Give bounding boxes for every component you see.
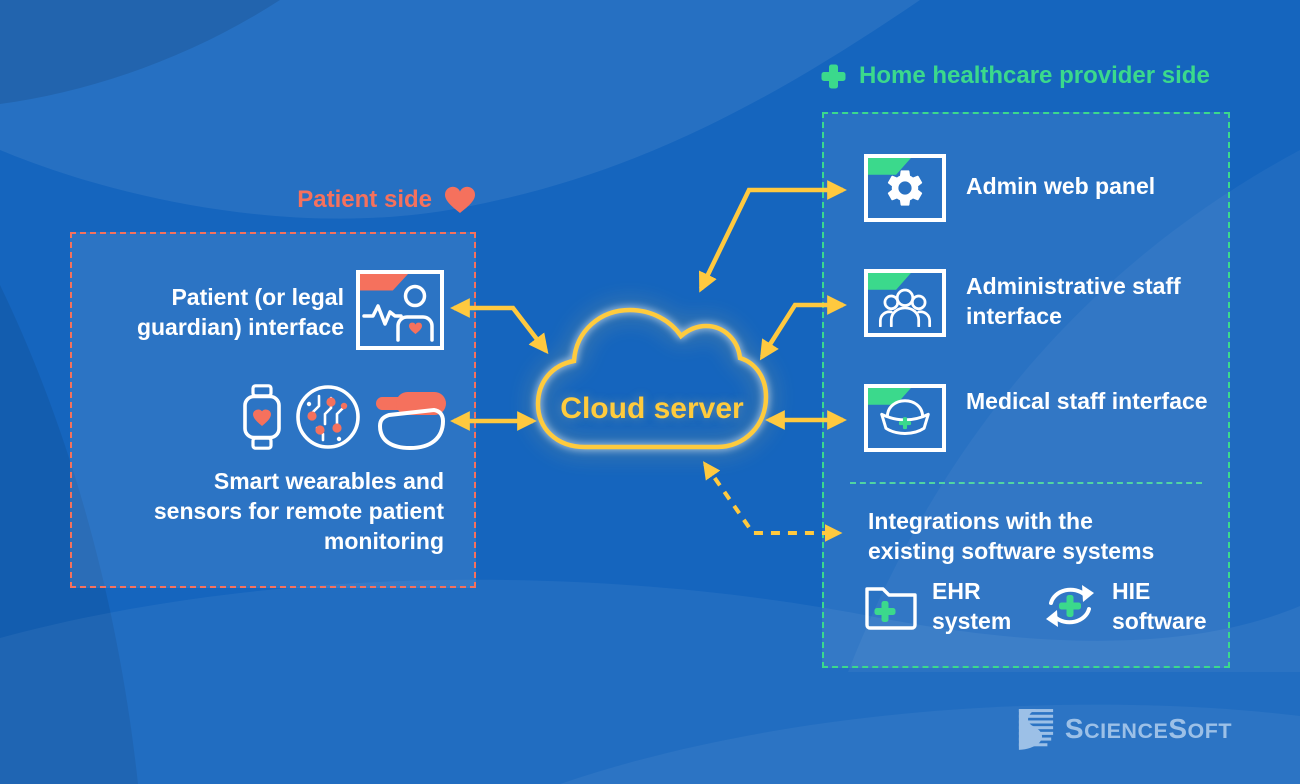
plus-icon <box>821 64 846 88</box>
admin-web-panel-label: Admin web panel <box>966 173 1156 199</box>
cloud-server-label: Cloud server <box>560 392 744 425</box>
admin-web-panel-tile <box>864 154 946 222</box>
ehr-system-label: EHR system <box>932 578 1012 634</box>
sciencesoft-logo-mark <box>1018 709 1053 750</box>
patient-side-title: Patient side <box>70 186 476 214</box>
wearable-sensor-icon <box>376 392 446 450</box>
patient-side-title-label: Patient side <box>297 186 432 213</box>
heart-icon <box>444 186 476 213</box>
provider-side-box: Admin web panel Administrative staff <box>822 112 1230 668</box>
wearables-icon-row <box>242 384 448 450</box>
integrations-title: Integrations with the existing software … <box>868 508 1155 564</box>
sync-plus-icon <box>1046 585 1094 627</box>
hie-software-item: HIE software <box>1042 576 1216 636</box>
admin-staff-row: Administrative staff interface <box>864 269 1204 337</box>
staff-group-icon <box>868 273 942 333</box>
sciencesoft-logo-text: ScienceSoft <box>1064 713 1232 744</box>
hie-software-label: HIE software <box>1112 578 1207 634</box>
circuit-sensor-icon <box>296 385 360 449</box>
provider-side-title: Home healthcare provider side <box>820 62 1210 90</box>
medical-staff-label: Medical staff interface <box>966 388 1208 414</box>
gear-icon <box>868 158 942 218</box>
medical-staff-row: Medical staff interface <box>864 384 1208 452</box>
folder-plus-icon <box>865 587 917 630</box>
patient-monitor-art <box>362 284 434 342</box>
integrations-separator <box>850 482 1202 484</box>
medical-staff-tile <box>864 384 946 452</box>
patient-interface-label: Patient (or legal guardian) interface <box>136 284 344 340</box>
admin-web-panel-row: Admin web panel <box>864 154 1204 222</box>
ehr-system-item: EHR system <box>864 576 1036 636</box>
sciencesoft-logo: ScienceSoft <box>1017 708 1232 750</box>
provider-side-title-label: Home healthcare provider side <box>859 62 1210 89</box>
nurse-cap-icon <box>868 388 942 448</box>
admin-staff-tile <box>864 269 946 337</box>
patient-side-box: Patient (or legal guardian) interface <box>70 232 476 588</box>
smartwatch-icon <box>243 384 281 450</box>
corner-flag-coral <box>360 274 408 291</box>
patient-monitor-icon <box>356 270 444 350</box>
admin-staff-label: Administrative staff interface <box>966 273 1181 329</box>
wearables-label: Smart wearables and sensors for remote p… <box>153 468 444 554</box>
